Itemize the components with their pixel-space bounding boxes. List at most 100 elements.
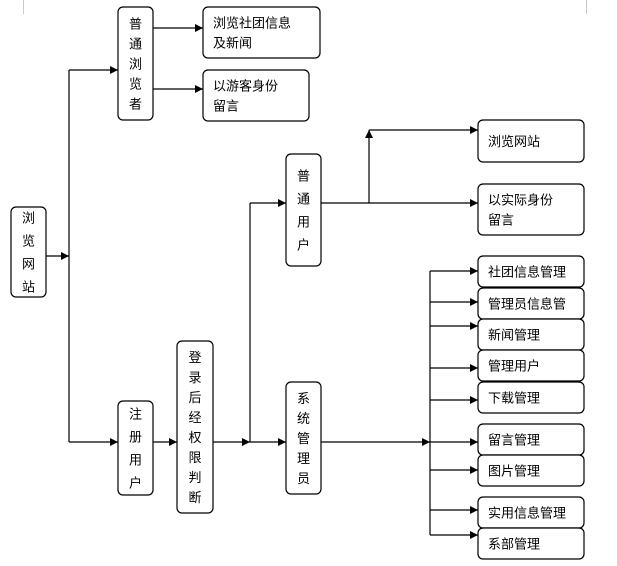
node-box xyxy=(477,183,585,236)
node-label: 实用信息管理 xyxy=(488,506,566,522)
arrow-head-icon xyxy=(195,85,203,93)
node-label: 网 xyxy=(22,258,35,273)
node-box xyxy=(176,340,214,514)
node-label: 员 xyxy=(297,472,310,487)
node-label: 用 xyxy=(297,216,310,231)
arrow-head-icon xyxy=(470,531,478,539)
node-label: 下载管理 xyxy=(488,392,540,407)
arrow-head-icon xyxy=(470,396,478,404)
arrow-head-icon xyxy=(169,438,177,446)
node-label: 留言管理 xyxy=(488,434,540,449)
node-label: 登 xyxy=(188,351,201,366)
node-label: 社团信息管理 xyxy=(488,265,566,281)
arrow-head-icon xyxy=(470,298,478,306)
node-box xyxy=(477,381,585,414)
page-corner-mark-left xyxy=(13,0,24,14)
arrow-head-icon xyxy=(470,364,478,372)
node-label: 浏 xyxy=(129,57,142,73)
node-download-mgmt: 下载管理 xyxy=(477,381,585,414)
node-club-info-mgmt: 社团信息管理 xyxy=(477,255,585,288)
node-label: 判 xyxy=(188,471,201,486)
node-label: 通 xyxy=(297,193,310,208)
arrow-head-icon xyxy=(470,438,478,446)
arrow-head-icon xyxy=(470,267,478,275)
node-label: 普 xyxy=(129,18,142,33)
arrow-head-icon xyxy=(470,506,478,514)
node-label: 新闻管理 xyxy=(488,328,540,344)
node-label: 图片管理 xyxy=(488,465,540,480)
node-news-mgmt: 新闻管理 xyxy=(477,318,585,351)
node-box xyxy=(477,119,585,163)
node-box xyxy=(477,527,585,560)
arrow-head-icon xyxy=(470,126,478,134)
node-label: 览 xyxy=(129,77,142,93)
node-label: 注 xyxy=(129,408,142,423)
arrow-head-icon xyxy=(365,130,373,138)
node-label: 管 xyxy=(297,432,310,447)
node-label: 站 xyxy=(22,281,35,296)
node-box xyxy=(202,69,310,122)
node-label: 览 xyxy=(22,234,35,250)
node-label: 权 xyxy=(188,430,201,446)
node-label: 统 xyxy=(297,412,310,427)
node-label: 册 xyxy=(129,431,142,446)
node-label: 浏览社团信息 xyxy=(213,16,291,32)
node-label: 断 xyxy=(188,491,201,506)
arrow-head-icon xyxy=(278,438,286,446)
node-box xyxy=(202,6,321,59)
arrow-head-icon xyxy=(110,66,118,74)
node-label: 以游客身份 xyxy=(213,79,278,95)
arrow-head-icon xyxy=(195,24,203,32)
node-admin-info-mgmt: 管理员信息管 xyxy=(477,287,585,320)
node-message-mgmt: 留言管理 xyxy=(477,423,585,456)
node-label: 以实际身份 xyxy=(488,193,553,209)
node-label: 普 xyxy=(297,170,310,185)
node-label: 管理员信息管 xyxy=(488,297,566,313)
node-label: 留言 xyxy=(488,214,514,229)
node-box xyxy=(285,153,322,267)
node-user-mgmt: 管理用户 xyxy=(477,349,585,382)
arrow-head-icon xyxy=(470,322,478,330)
node-label: 通 xyxy=(129,38,142,53)
node-label: 系部管理 xyxy=(488,538,540,553)
node-label: 者 xyxy=(129,98,142,113)
node-label: 户 xyxy=(129,476,142,492)
node-box xyxy=(285,381,322,495)
page-corner-mark-right xyxy=(586,0,597,14)
arrow-head-icon xyxy=(278,199,286,207)
node-label: 浏览网站 xyxy=(488,134,540,150)
node-label: 及新闻 xyxy=(213,36,252,52)
node-label: 户 xyxy=(297,238,310,254)
node-department-mgmt: 系部管理 xyxy=(477,527,585,560)
node-browse-site: 浏览网站 xyxy=(10,206,47,298)
node-label: 系 xyxy=(297,392,310,407)
node-label: 经 xyxy=(188,411,201,426)
arrow-head-icon xyxy=(61,252,69,260)
node-label: 后 xyxy=(188,391,201,406)
node-label: 用 xyxy=(129,454,142,469)
node-user-browse-site: 浏览网站 xyxy=(477,119,585,163)
arrow-head-icon xyxy=(110,438,118,446)
node-label: 浏 xyxy=(22,211,35,227)
node-box xyxy=(10,206,47,298)
node-label: 限 xyxy=(188,451,201,466)
node-box xyxy=(117,6,154,121)
arrow-head-icon xyxy=(422,438,430,446)
node-box xyxy=(117,400,154,496)
node-box xyxy=(477,255,585,288)
node-box xyxy=(477,349,585,382)
node-label: 管理用户 xyxy=(488,359,540,375)
node-label: 理 xyxy=(297,452,310,467)
node-image-mgmt: 图片管理 xyxy=(477,454,585,487)
arrow-head-icon xyxy=(470,466,478,474)
arrow-head-icon xyxy=(242,438,250,446)
